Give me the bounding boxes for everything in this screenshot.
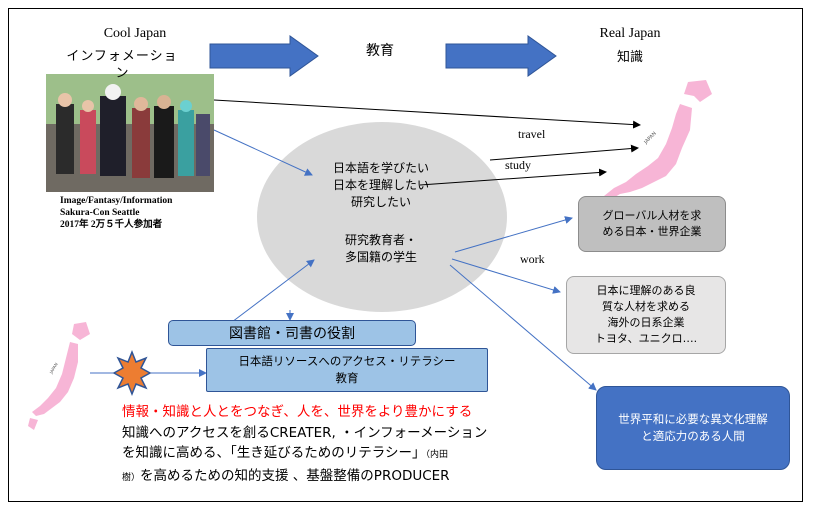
arrow-study (419, 168, 607, 186)
arrow-lib-to-ellipse (231, 259, 315, 323)
ellipse-line-2: 日本を理解したい (332, 178, 429, 192)
cool-japan-subtitle-2: ン (115, 66, 129, 81)
bottom-text: 情報・知識と人とをつなぎ、人を、世界をより豊かにする 知識へのアクセスを創るCR… (122, 402, 592, 488)
access-line-1: 日本語リソースへのアクセス・リテラシー (238, 354, 456, 368)
ellipse-line-1: 日本語を学びたい (332, 161, 429, 175)
block-arrow-left (209, 35, 319, 77)
cool-japan-title: Cool Japan (103, 26, 167, 41)
travel-label: travel (518, 127, 546, 141)
slide-frame (8, 8, 803, 502)
bottom-line-3: を知識に高める、「生き延びるためのリテラシー」（内田 (122, 443, 592, 466)
arrow-travel (489, 144, 639, 161)
arrow-to-jpcompany (451, 258, 561, 294)
caption-line-1: Image/Fantasy/Information (60, 196, 173, 206)
peace-line-1: 世界平和に必要な異文化理解 (618, 412, 768, 426)
real-japan-title: Real Japan (599, 26, 661, 41)
arrow-to-peace (449, 264, 597, 391)
photo-caption: Image/Fantasy/Information Sakura-Con Sea… (60, 195, 172, 231)
work-label: work (520, 252, 545, 266)
center-ellipse (257, 122, 507, 312)
peace-line-2: と適応力のある人間 (641, 429, 745, 443)
burst-icon (112, 349, 152, 397)
bottom-line-3a: を知識に高める、「生き延びるためのリテラシー」 (122, 445, 426, 461)
caption-line-2: Sakura-Con Seattle (60, 208, 140, 218)
jp-line-4: トヨタ、ユニクロ…. (594, 332, 698, 345)
bottom-red-line: 情報・知識と人とをつなぎ、人を、世界をより豊かにする (122, 404, 473, 420)
education-label: 教育 (366, 43, 394, 59)
bottom-line-2: 知識へのアクセスを創るCREATER, ・インフォーメーション (122, 424, 488, 441)
global-line-1: グローバル人材を求 (602, 209, 702, 222)
ellipse-text-bottom: 研究教育者・ 多国籍の学生 (296, 232, 466, 266)
jp-line-2: 質な人材を求める (601, 300, 690, 313)
ellipse-line-3: 研究したい (350, 195, 411, 209)
japan-map-left: JAPAN (28, 322, 90, 430)
real-japan-subtitle: 知識 (616, 50, 643, 65)
caption-line-3: 2017年 2万５千人参加者 (60, 220, 163, 230)
event-photo (46, 74, 214, 192)
arrow-to-global (454, 216, 573, 253)
access-literacy-box: 日本語リソースへのアクセス・リテラシー 教育 (206, 348, 488, 392)
block-arrow-right (445, 35, 557, 77)
bottom-line-3b: （内田 (425, 450, 448, 460)
jp-line-1: 日本に理解のある良 (596, 284, 696, 297)
world-peace-box: 世界平和に必要な異文化理解 と適応力のある人間 (596, 386, 790, 470)
ellipse-line-4: 研究教育者・ (344, 233, 417, 247)
global-companies-box: グローバル人材を求 める日本・世界企業 (578, 196, 726, 252)
cool-japan-subtitle: インフォメーショ (66, 49, 178, 64)
bottom-line-4a: 樹） (122, 472, 141, 483)
japanese-companies-box: 日本に理解のある良 質な人材を求める 海外の日系企業 トヨタ、ユニクロ…. (566, 276, 726, 354)
svg-text:JAPAN: JAPAN (48, 362, 59, 376)
arrow-photo-to-ellipse (213, 129, 313, 176)
arrow-photo-to-japan (213, 99, 641, 129)
global-line-2: める日本・世界企業 (602, 225, 702, 238)
ellipse-line-5: 多国籍の学生 (344, 250, 417, 264)
svg-text:JAPAN: JAPAN (642, 131, 658, 147)
study-label: study (505, 158, 532, 172)
bottom-line-4: 樹）を高めるための知的支援 、基盤整備のPRODUCER (122, 466, 592, 489)
ellipse-text-top: 日本語を学びたい 日本を理解したい 研究したい (296, 160, 466, 211)
access-line-2: 教育 (335, 371, 359, 385)
library-role-box: 図書館・司書の役割 (168, 320, 416, 346)
library-role-label: 図書館・司書の役割 (229, 326, 355, 342)
bottom-line-4b: を高めるための知的支援 、基盤整備のPRODUCER (140, 467, 450, 484)
jp-line-3: 海外の日系企業 (607, 316, 685, 329)
